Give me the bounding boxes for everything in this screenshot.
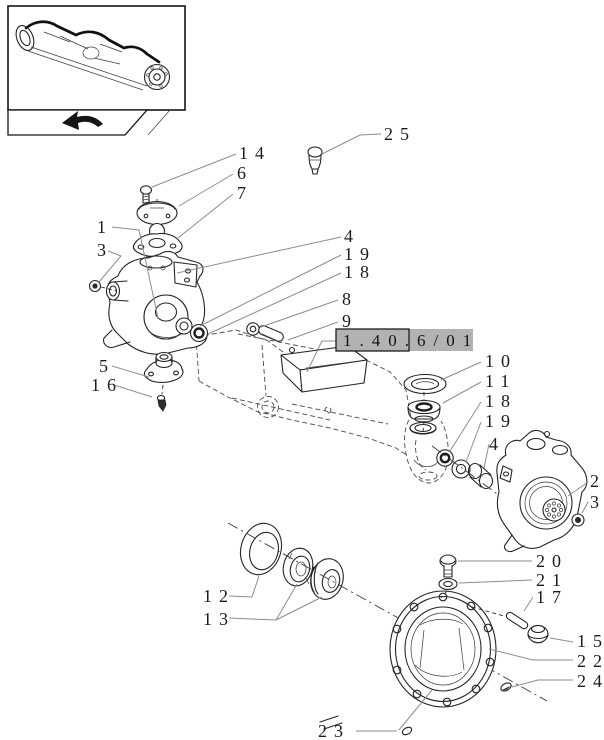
part-flange-5: [143, 351, 184, 395]
callout-4-upper[interactable]: 4: [344, 226, 360, 246]
part-cup-11: [407, 392, 441, 434]
callout-14[interactable]: 14: [239, 143, 271, 163]
callout-17[interactable]: 17: [536, 587, 568, 607]
part-plug-3-left: [88, 279, 118, 293]
part-seal-10: [403, 373, 447, 395]
callout-16[interactable]: 16: [91, 375, 123, 395]
part-rings-18-19-right: [436, 449, 471, 479]
reference-border-box: [335, 328, 410, 352]
part-fitting-16: [156, 394, 167, 412]
axis-wheel-hub: [227, 522, 548, 702]
back-arrow-icon: [62, 111, 103, 130]
callout-1[interactable]: 1: [97, 217, 113, 237]
callout-18-upper[interactable]: 18: [344, 262, 376, 282]
part-plate-7: [132, 232, 183, 258]
part-shim-23: [319, 715, 413, 736]
callout-3-left[interactable]: 3: [97, 240, 113, 260]
part-washer-21: [438, 577, 458, 599]
part-cap-6: [136, 200, 178, 226]
callout-15[interactable]: 15: [577, 631, 604, 651]
callout-5[interactable]: 5: [99, 356, 115, 376]
part-fitting-25: [307, 146, 323, 175]
callout-19-right[interactable]: 19: [485, 411, 517, 431]
callouts: 14 6 7 25 1 3 4 19 18 8 9 10 11 18 19 4 …: [91, 124, 604, 740]
part-axle-housing: [195, 329, 449, 484]
part-pin-9: [258, 325, 284, 343]
callout-13[interactable]: 13: [203, 609, 235, 629]
callout-9[interactable]: 9: [342, 311, 358, 331]
leader-lines: [98, 133, 589, 732]
callout-20[interactable]: 20: [536, 551, 568, 571]
part-bushing-4-right: [467, 462, 494, 490]
reference-label: 1.40.6/01: [343, 331, 479, 350]
part-rings-18-19-left: [175, 317, 209, 343]
part-stud-17: [471, 606, 529, 630]
part-bearing-13: [282, 547, 344, 600]
callout-25[interactable]: 25: [384, 124, 416, 144]
part-hub-cover-22: [389, 590, 497, 708]
part-bolt-20: [439, 554, 457, 578]
part-disc-8: [246, 322, 260, 336]
callout-21[interactable]: 21: [536, 570, 568, 590]
overview-thumbnail[interactable]: [7, 5, 186, 111]
part-knuckle-right: [496, 429, 588, 553]
callout-12[interactable]: 12: [203, 586, 235, 606]
callout-2[interactable]: 2: [590, 471, 604, 491]
part-knuckle-left: [103, 250, 208, 355]
callout-10[interactable]: 10: [485, 351, 517, 371]
callout-11[interactable]: 11: [485, 371, 516, 391]
callout-8[interactable]: 8: [342, 289, 358, 309]
callout-4-right[interactable]: 4: [489, 434, 505, 454]
callout-19-upper[interactable]: 19: [344, 244, 376, 264]
part-bolt-14: [139, 185, 153, 204]
callout-22[interactable]: 22: [577, 651, 604, 671]
callout-24[interactable]: 24: [577, 671, 604, 691]
reference-link[interactable]: 1.40.6/01: [335, 328, 479, 352]
callout-7[interactable]: 7: [237, 183, 253, 203]
axle-overview-drawing: [15, 20, 171, 91]
reference-highlight: [336, 329, 473, 351]
part-seal-12: [239, 522, 283, 576]
callout-6[interactable]: 6: [237, 163, 253, 183]
part-plug-3-right: [571, 513, 585, 527]
part-plug-15: [527, 624, 549, 644]
callout-3-right[interactable]: 3: [590, 492, 604, 512]
callout-23[interactable]: 23: [318, 721, 350, 740]
part-clip-24: [500, 682, 512, 692]
back-arrow-button[interactable]: [7, 109, 171, 136]
callout-18-right[interactable]: 18: [485, 391, 517, 411]
